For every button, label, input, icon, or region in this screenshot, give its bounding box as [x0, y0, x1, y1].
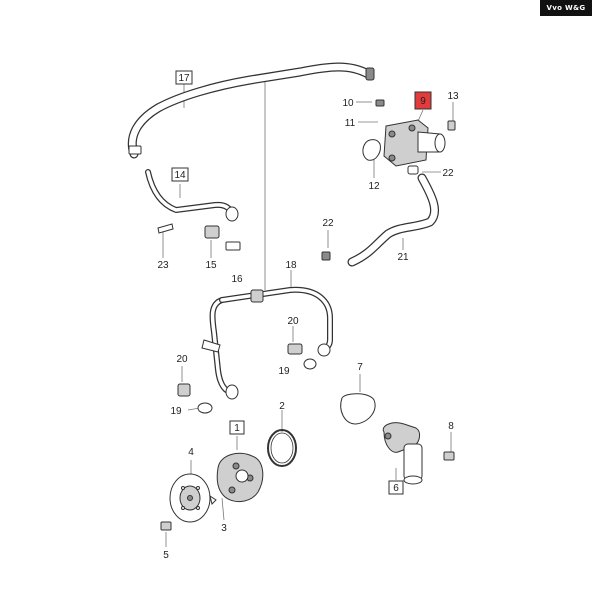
- pulley-4: [160, 473, 217, 531]
- water-pump-1: [216, 452, 264, 502]
- hose-21: [321, 173, 439, 267]
- callout-19b-label: 19: [170, 406, 182, 417]
- callout-9-label: 9: [420, 96, 426, 107]
- callout-6-label: 6: [393, 483, 399, 494]
- callout-9: 9: [414, 91, 432, 110]
- callout-23-label: 23: [157, 260, 169, 271]
- callout-15-label: 15: [205, 260, 217, 271]
- callout-14-label: 14: [174, 170, 186, 181]
- brand-logo-text: Vvo W&G: [546, 4, 586, 12]
- callout-20a-label: 20: [287, 316, 299, 327]
- callout-1: 1: [229, 420, 245, 435]
- callout-3-label: 3: [221, 523, 227, 534]
- bolts-15-23: [157, 223, 241, 251]
- callout-11-label: 11: [345, 118, 356, 129]
- callout-19a-label: 19: [278, 366, 290, 377]
- thermostat-6: [382, 422, 455, 485]
- callout-16-label: 16: [231, 274, 243, 285]
- callout-22b-label: 22: [322, 218, 334, 229]
- callout-17: 17: [175, 70, 193, 85]
- callout-2-label: 2: [279, 401, 285, 412]
- callout-20b-label: 20: [176, 354, 188, 365]
- callout-13-label: 13: [447, 91, 459, 102]
- hose-17: [127, 62, 375, 159]
- bolts-19-20: [177, 343, 317, 414]
- callout-22a-label: 22: [442, 168, 454, 179]
- pipe-14: [145, 169, 239, 222]
- brand-logo: Vvo W&G: [540, 0, 592, 16]
- callout-17-label: 17: [178, 73, 190, 84]
- callout-7-label: 7: [357, 362, 363, 373]
- thermostat-housing-9: [362, 99, 456, 175]
- callout-10-label: 10: [342, 98, 354, 109]
- callout-1-label: 1: [234, 423, 240, 434]
- callout-4-label: 4: [188, 447, 194, 458]
- gasket-7: [340, 393, 376, 425]
- callout-8-label: 8: [448, 421, 454, 432]
- leader-lines: [162, 78, 454, 547]
- callout-6: 6: [388, 480, 404, 495]
- callout-14: 14: [171, 167, 189, 182]
- callout-12-label: 12: [368, 181, 380, 192]
- callout-21-label: 21: [397, 252, 409, 263]
- o-ring-2: [267, 429, 297, 467]
- pipe-18: [201, 286, 333, 400]
- callout-5-label: 5: [163, 550, 169, 561]
- callout-18-label: 18: [285, 260, 297, 271]
